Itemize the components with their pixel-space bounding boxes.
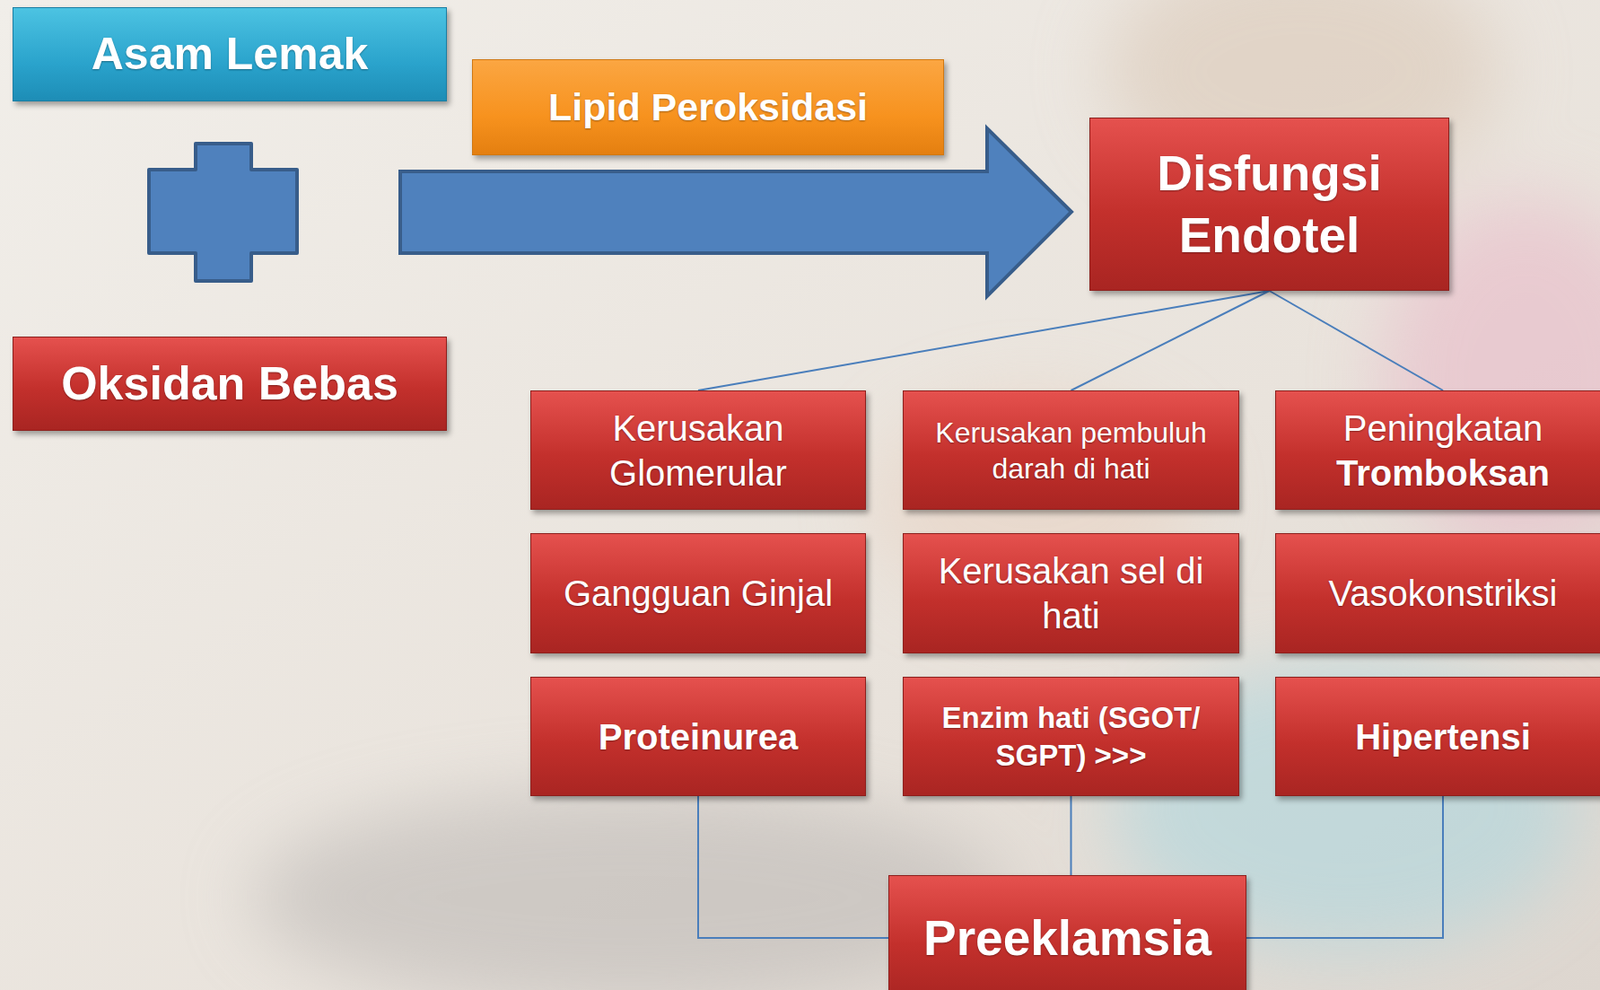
connector-line [1070, 795, 1073, 875]
input-box: Asam Lemak [12, 7, 447, 102]
node-text: Hipertensi [1355, 714, 1531, 760]
node-text: Kerusakan sel di hati [916, 548, 1226, 639]
connector-line [1269, 290, 1444, 391]
node-text: Vasokonstriksi [1328, 570, 1558, 616]
process-label-box: Lipid Peroksidasi [472, 59, 945, 156]
effect-box: Kerusakan pembuluh darah di hati [902, 390, 1240, 510]
input-box: Oksidan Bebas [12, 336, 447, 431]
node-text: Oksidan Bebas [61, 354, 399, 413]
node-text: Enzim hati (SGOT/ SGPT) >>> [916, 699, 1226, 774]
effect-box: PeningkatanTromboksan [1275, 390, 1600, 510]
node-text: Preeklamsia [923, 907, 1212, 970]
node-text: Tromboksan [1336, 450, 1550, 496]
node-text: Kerusakan pembuluh darah di hati [916, 414, 1226, 487]
central-box: Disfungsi Endotel [1089, 117, 1450, 291]
outcome-box: Preeklamsia [888, 874, 1247, 990]
node-text: Peningkatan [1343, 405, 1543, 451]
connector-line [698, 290, 1270, 391]
node-text: Asam Lemak [91, 26, 369, 83]
effect-box: Vasokonstriksi [1275, 533, 1600, 654]
effect-box: Gangguan Ginjal [530, 533, 866, 654]
connector-line [1071, 290, 1270, 391]
node-text: Disfungsi Endotel [1102, 142, 1436, 267]
connector-line [698, 795, 889, 938]
connector-line [1246, 795, 1443, 938]
plus-symbol [148, 143, 298, 281]
symptom-box: Hipertensi [1275, 676, 1600, 796]
symptom-box: Enzim hati (SGOT/ SGPT) >>> [902, 676, 1240, 796]
node-text: Gangguan Ginjal [563, 570, 833, 616]
effect-box: Kerusakan Glomerular [530, 390, 866, 510]
symptom-box: Proteinurea [530, 676, 866, 796]
effect-box: Kerusakan sel di hati [902, 533, 1240, 654]
node-text: Proteinurea [598, 714, 798, 760]
node-text: Kerusakan Glomerular [543, 405, 853, 496]
faded-photo [251, 0, 1600, 990]
node-text: Lipid Peroksidasi [548, 83, 868, 132]
